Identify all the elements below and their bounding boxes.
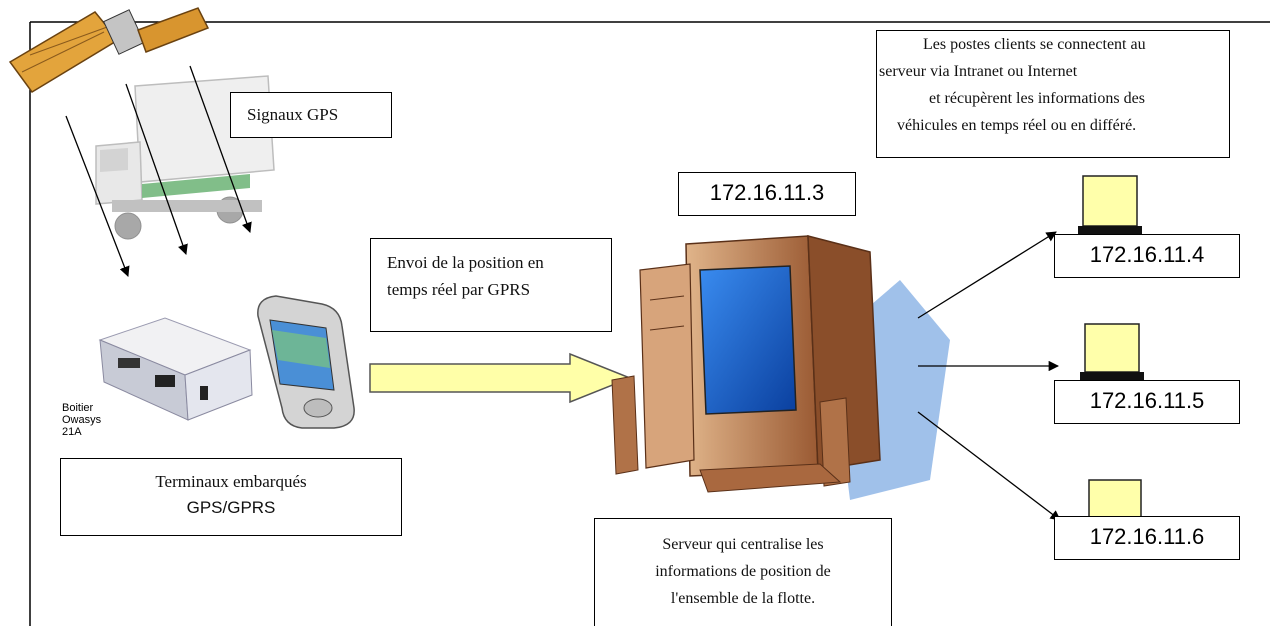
- transmission-note-line: temps réel par GPRS: [387, 280, 531, 299]
- client-note-line: serveur via Intranet ou Internet: [879, 63, 1078, 80]
- client-computer-icon: [1078, 175, 1142, 234]
- client-computer-icon: [1080, 323, 1144, 380]
- client-ip-label: 172.16.11.4: [1054, 234, 1240, 278]
- server-description-note: Serveur qui centralise les informations …: [594, 518, 892, 626]
- server-note-line: informations de position de: [655, 563, 831, 580]
- terminals-note-line: GPS/GPRS: [186, 498, 276, 517]
- gprs-transmission-note: Envoi de la position en temps réel par G…: [370, 238, 612, 332]
- client-link-arrow: [917, 231, 1057, 319]
- onboard-terminals-note: Terminaux embarqués GPS/GPRS: [60, 458, 402, 536]
- pda-icon: [257, 295, 355, 429]
- server-ip-label: 172.16.11.3: [678, 172, 856, 216]
- terminals-note-line: Terminaux embarqués: [155, 472, 307, 491]
- client-note-line: Les postes clients se connectent au: [923, 36, 1146, 53]
- gps-signal-label-box: Signaux GPS: [230, 92, 392, 138]
- gprs-transfer-arrow: [369, 352, 633, 404]
- gps-box-label: Boitier Owasys 21A: [62, 402, 102, 438]
- server-computer-icon: [611, 235, 950, 500]
- gps-signal-arrow: [125, 83, 188, 255]
- gps-signal-arrow: [189, 65, 252, 233]
- transmission-note-line: Envoi de la position en: [387, 253, 544, 272]
- server-note-line: Serveur qui centralise les: [662, 536, 824, 553]
- gps-signal-arrow: [65, 115, 130, 277]
- client-ip-label: 172.16.11.5: [1054, 380, 1240, 424]
- client-note-line: véhicules en temps réel ou en différé.: [897, 117, 1137, 134]
- client-note-line: et récupèrent les informations des: [929, 90, 1145, 107]
- client-link-arrow: [917, 411, 1061, 521]
- client-connection-note: Les postes clients se connectent au serv…: [876, 30, 1230, 158]
- satellite-icon: [8, 7, 210, 93]
- client-ip-label: 172.16.11.6: [1054, 516, 1240, 560]
- gps-box-icon: [98, 317, 253, 421]
- gps-signal-label: Signaux GPS: [247, 105, 339, 124]
- server-note-line: l'ensemble de la flotte.: [670, 590, 816, 607]
